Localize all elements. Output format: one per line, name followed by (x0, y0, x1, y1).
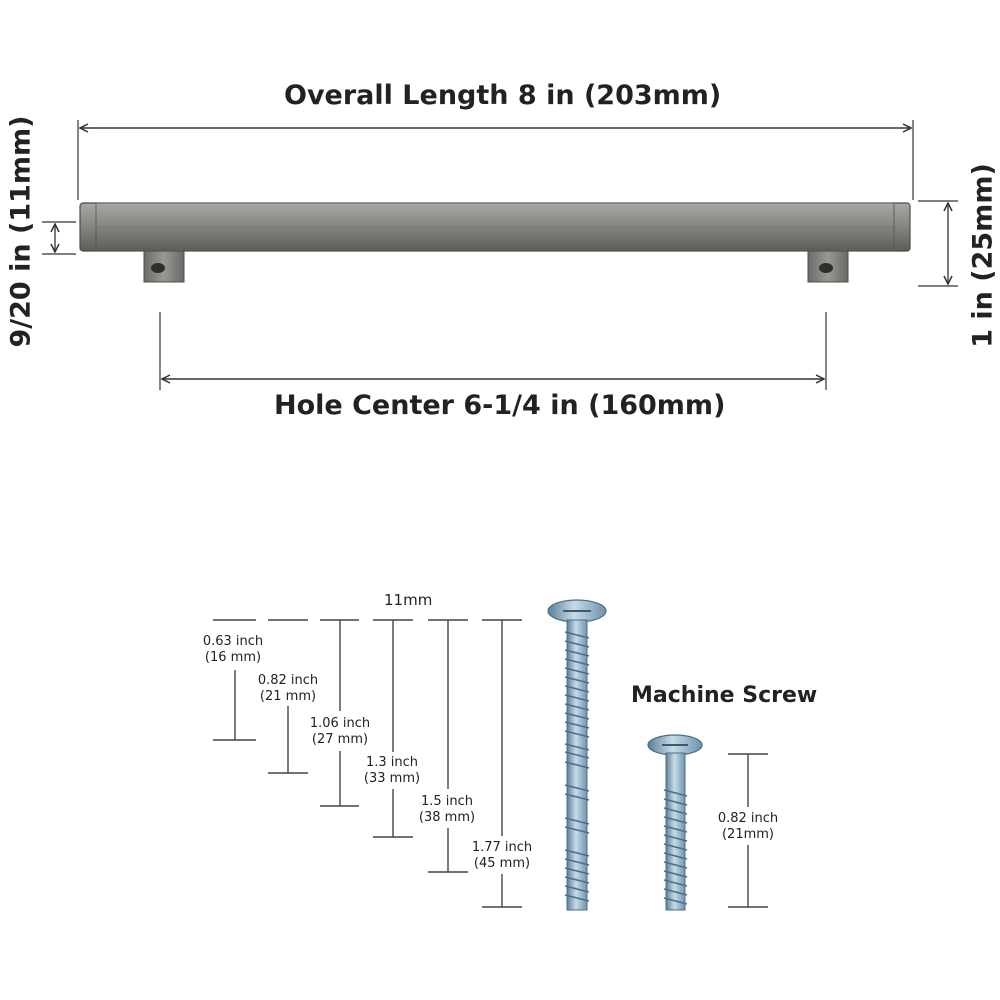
length-line-33mm (373, 619, 413, 838)
overall-length-label: Overall Length 8 in (203mm) (284, 80, 722, 111)
height-label: 1 in (25mm) (967, 163, 999, 348)
left-post-hole (151, 263, 165, 273)
length-label-38mm: 1.5 inch(38 mm) (418, 794, 476, 825)
length-label-21mm: 0.82 inch(21 mm) (257, 673, 319, 704)
diameter-label: 11mm (384, 591, 433, 609)
long-screw (547, 599, 607, 911)
length-line-machine-21mm (728, 753, 768, 908)
length-line-21mm (268, 619, 308, 774)
screw-length-lines (213, 619, 768, 908)
cabinet-handle (79, 202, 911, 283)
hole-center-label: Hole Center 6-1/4 in (160mm) (274, 390, 726, 421)
length-label-27mm: 1.06 inch(27 mm) (309, 716, 371, 747)
length-line-45mm (482, 619, 522, 908)
bar-thickness-label: 9/20 in (11mm) (5, 115, 37, 348)
length-label-33mm: 1.3 inch(33 mm) (363, 755, 421, 786)
handle-dimensions (42, 120, 958, 390)
length-line-38mm (428, 619, 468, 873)
length-label-45mm: 1.77 inch(45 mm) (471, 840, 533, 871)
machine-screw (647, 734, 703, 911)
length-line-16mm (213, 619, 256, 741)
length-line-27mm (320, 619, 359, 807)
machine-screw-title: Machine Screw (631, 683, 818, 708)
length-label-16mm: 0.63 inch(16 mm) (202, 634, 264, 665)
right-post-hole (819, 263, 833, 273)
machine-screw-length-label: 0.82 inch(21mm) (717, 811, 779, 842)
